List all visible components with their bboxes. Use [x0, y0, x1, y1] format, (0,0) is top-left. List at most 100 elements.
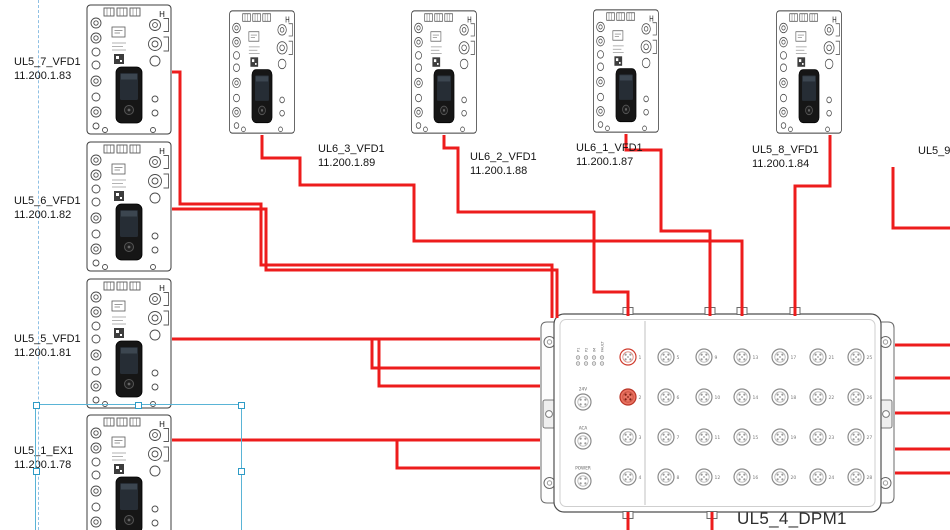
connector-ports — [414, 22, 470, 129]
cable-ul5-9[interactable] — [891, 167, 950, 230]
dpm-device[interactable]: P1 P2 IM FAULT 24V ACA POWER 1 2 3 — [540, 307, 895, 519]
connector-ports — [779, 22, 835, 129]
top-terminals — [789, 13, 818, 22]
selection-handle[interactable] — [32, 467, 40, 475]
dpm-port[interactable]: 26 — [847, 388, 873, 406]
dpm-port[interactable]: 1 — [619, 348, 642, 366]
selection-handle[interactable] — [135, 401, 142, 409]
device-display — [433, 69, 455, 124]
device-corner-mark: H — [649, 15, 654, 24]
cable-ul5-8[interactable] — [793, 135, 832, 316]
dpm-port[interactable]: 10 — [695, 388, 720, 406]
vfd-device[interactable]: H — [86, 414, 172, 530]
cable-ul6-2[interactable] — [442, 135, 630, 316]
dpm-port[interactable]: 13 — [733, 348, 759, 366]
svg-text:24: 24 — [829, 475, 835, 481]
dpm-aux-port[interactable] — [574, 472, 592, 490]
connector-ports — [90, 17, 162, 130]
svg-text:19: 19 — [791, 435, 797, 441]
dpm-led-label: P1 — [577, 348, 581, 352]
connector-ports — [90, 427, 162, 528]
cable-ul5-7[interactable] — [172, 70, 554, 318]
dpm-port[interactable]: 12 — [695, 468, 721, 486]
vfd-device[interactable]: H — [593, 9, 659, 133]
device-corner-mark: H — [159, 420, 165, 429]
dpm-port[interactable]: 22 — [809, 388, 835, 406]
vfd-device[interactable]: H — [411, 10, 477, 134]
svg-text:13: 13 — [753, 355, 759, 361]
device-display — [798, 69, 820, 124]
dpm-port[interactable]: 5 — [657, 348, 680, 366]
cable-branch-b[interactable] — [377, 339, 540, 388]
connector-ports — [596, 21, 652, 128]
top-terminals — [103, 281, 141, 291]
mount-bracket — [163, 428, 169, 462]
dpm-port[interactable]: 8 — [657, 468, 680, 486]
dpm-port[interactable]: 21 — [809, 348, 835, 366]
device-corner-mark: H — [832, 16, 837, 25]
mount-bracket — [835, 23, 840, 55]
selection-box[interactable] — [32, 401, 245, 530]
dpm-label[interactable]: UL5_4_DPM1 — [737, 509, 847, 528]
dpm-aux-port[interactable] — [574, 432, 592, 450]
device-corner-mark: H — [285, 16, 290, 25]
dpm-port[interactable]: 23 — [809, 428, 835, 446]
cable-ul5-6[interactable] — [172, 207, 559, 318]
dpm-port[interactable]: 20 — [771, 468, 796, 486]
dpm-port[interactable]: 2 — [619, 388, 642, 406]
dpm-port[interactable]: 19 — [771, 428, 797, 446]
cable-ul6-3[interactable] — [260, 135, 744, 316]
vfd-device[interactable]: H — [86, 141, 172, 272]
vfd-device[interactable]: H — [229, 10, 295, 134]
selection-handle[interactable] — [237, 401, 245, 409]
dpm-port[interactable]: 3 — [619, 428, 642, 446]
svg-text:17: 17 — [791, 355, 797, 361]
svg-text:15: 15 — [753, 435, 759, 441]
svg-text:26: 26 — [867, 395, 873, 401]
vfd-device[interactable]: H — [86, 278, 172, 409]
cable-branch-c[interactable] — [395, 440, 540, 470]
dpm-port[interactable]: 28 — [847, 468, 873, 486]
device-corner-mark: H — [467, 16, 472, 25]
dpm-port[interactable]: 6 — [657, 388, 680, 406]
mount-bracket — [163, 155, 169, 189]
top-terminals — [606, 12, 635, 21]
svg-text:16: 16 — [753, 475, 759, 481]
dpm-port[interactable]: 14 — [733, 388, 758, 406]
selection-handle[interactable] — [32, 401, 40, 409]
cable-branch-a[interactable] — [370, 339, 540, 370]
dpm-port[interactable]: 18 — [771, 388, 796, 406]
vfd-device[interactable]: H — [776, 10, 842, 134]
dpm-port[interactable]: 9 — [695, 348, 718, 366]
svg-text:22: 22 — [829, 395, 835, 401]
device-corner-mark: H — [159, 147, 165, 156]
vfd-device[interactable]: H — [86, 4, 172, 135]
svg-text:1: 1 — [639, 355, 642, 361]
svg-text:3: 3 — [639, 435, 642, 441]
guide-line[interactable] — [38, 0, 39, 530]
svg-text:7: 7 — [677, 435, 680, 441]
svg-text:28: 28 — [867, 475, 873, 481]
device-corner-mark: H — [159, 284, 165, 293]
dpm-port[interactable]: 16 — [733, 468, 759, 486]
dpm-port[interactable]: 24 — [809, 468, 835, 486]
mount-bracket — [163, 18, 169, 52]
selection-handle[interactable] — [237, 467, 245, 475]
dpm-port[interactable]: 25 — [847, 348, 873, 366]
cable-ul6-1[interactable] — [624, 134, 712, 316]
dpm-port[interactable]: 15 — [733, 428, 759, 446]
dpm-port[interactable]: 27 — [847, 428, 872, 446]
svg-text:12: 12 — [715, 475, 721, 481]
connector-ports — [90, 291, 162, 404]
svg-text:21: 21 — [829, 355, 835, 361]
dpm-port[interactable]: 7 — [657, 428, 680, 446]
dpm-port[interactable]: 17 — [771, 348, 797, 366]
dpm-port[interactable]: 4 — [619, 468, 642, 486]
svg-text:6: 6 — [677, 395, 680, 401]
svg-text:23: 23 — [829, 435, 835, 441]
dpm-port[interactable]: 11 — [695, 428, 720, 446]
svg-text:4: 4 — [639, 475, 642, 481]
device-code-tag — [614, 56, 623, 66]
svg-text:25: 25 — [867, 355, 873, 361]
dpm-aux-port[interactable] — [574, 393, 592, 411]
